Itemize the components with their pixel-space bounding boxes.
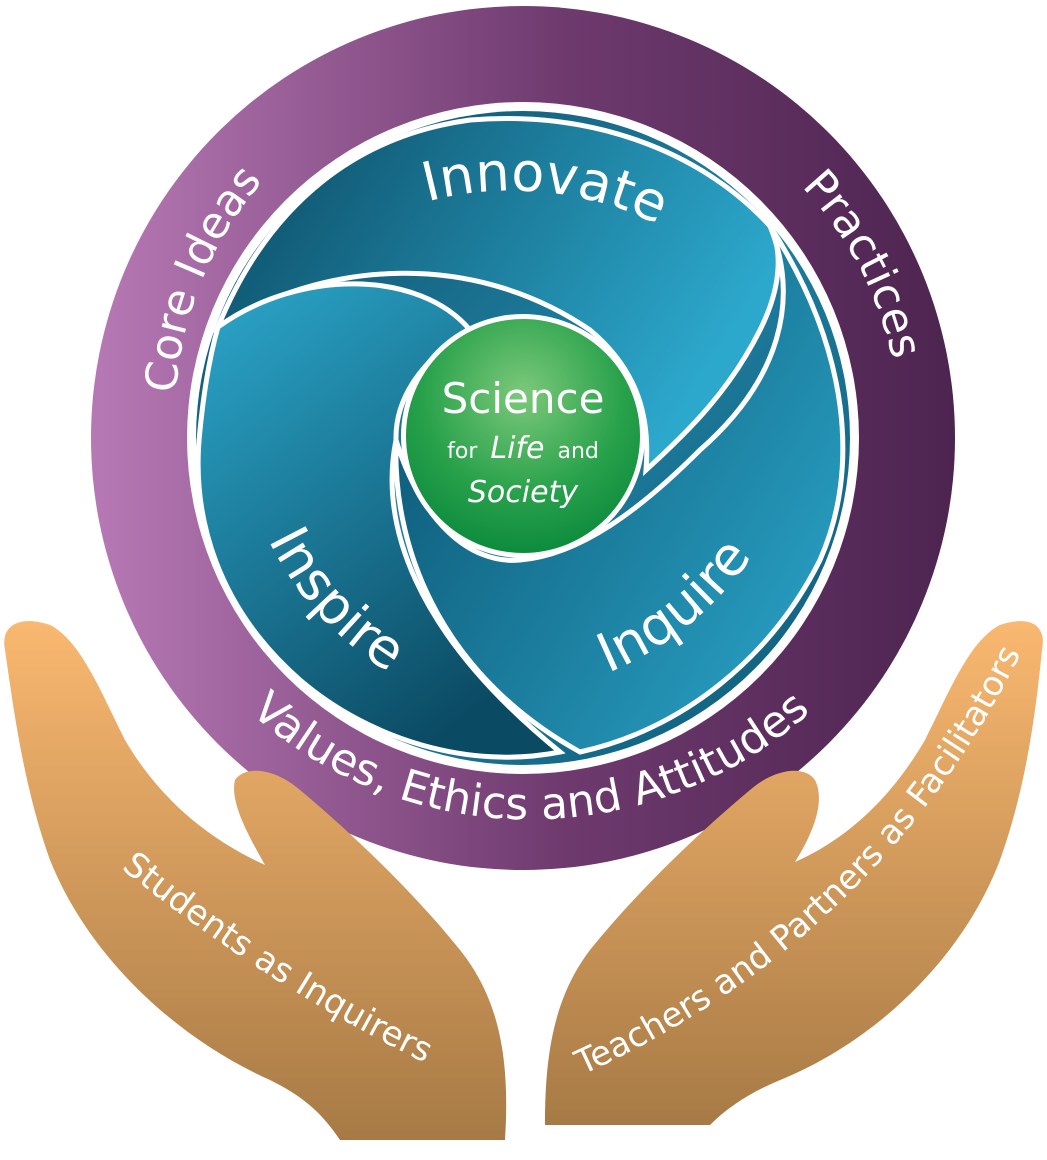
center-for: for <box>447 439 478 464</box>
center-society: Society <box>468 475 579 510</box>
center-title: Science <box>442 374 605 423</box>
blade-inspire <box>195 281 566 760</box>
center-life: Life <box>490 431 544 466</box>
swirl-blades <box>195 115 846 760</box>
center-subtitle: for Life and <box>447 431 599 466</box>
center-science-disc <box>406 319 640 553</box>
right-hand <box>545 621 1043 1125</box>
left-hand <box>4 621 507 1140</box>
center-and: and <box>557 439 598 464</box>
blade-inquire <box>393 224 846 755</box>
blade-innovate <box>212 115 781 477</box>
